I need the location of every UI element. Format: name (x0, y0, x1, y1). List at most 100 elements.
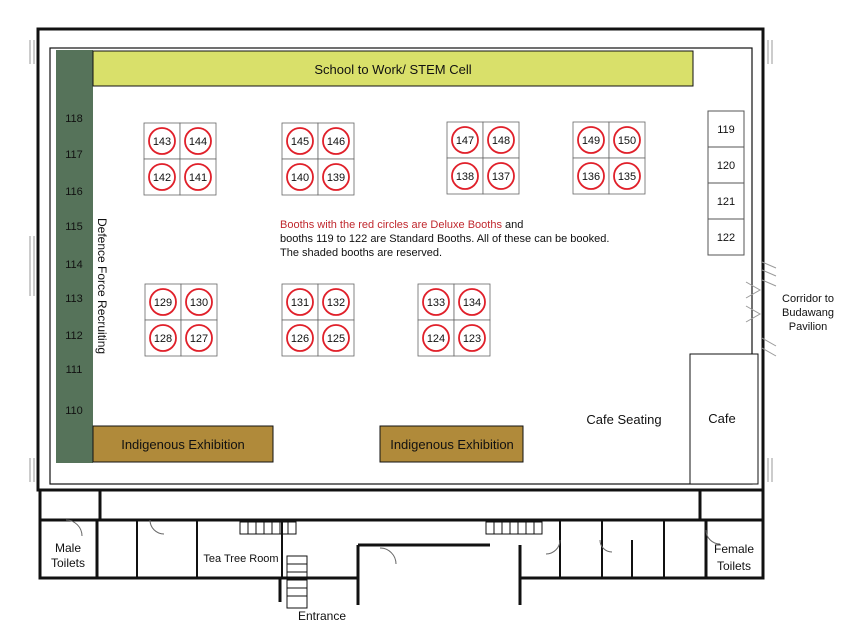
deluxe-booth-number: 140 (291, 172, 309, 184)
deluxe-circle (184, 163, 212, 191)
deluxe-circle (148, 127, 176, 155)
deluxe-circle (185, 288, 213, 316)
indigenous-exhibition-left-label: Indigenous Exhibition (121, 437, 245, 452)
deluxe-booth-number: 133 (427, 297, 445, 309)
deluxe-circle (422, 288, 450, 316)
deluxe-booth-number: 126 (291, 333, 309, 345)
deluxe-booth-number: 146 (327, 136, 345, 148)
defence-force-area (56, 50, 93, 463)
deluxe-circle (422, 324, 450, 352)
deluxe-circle (286, 324, 314, 352)
indigenous-exhibition-right-label: Indigenous Exhibition (390, 437, 514, 452)
female-toilets-label: Female Toilets (714, 542, 754, 573)
deluxe-booth-number: 124 (427, 333, 445, 345)
svg-text:Pavilion: Pavilion (789, 321, 828, 333)
legend-line-1: Booths with the red circles are Deluxe B… (280, 219, 523, 231)
svg-text:Female: Female (714, 542, 754, 556)
legend-and-text: and (502, 219, 523, 231)
entrance-label: Entrance (298, 609, 346, 623)
corridor-label: Corridor to Budawang Pavilion (782, 293, 834, 333)
svg-text:Toilets: Toilets (51, 556, 85, 570)
deluxe-booth-number: 141 (189, 172, 207, 184)
left-booth-number: 117 (65, 149, 83, 161)
indigenous-exhibition-left (92, 425, 274, 463)
left-booth-number: 113 (65, 293, 83, 305)
standard-booth (707, 146, 745, 184)
deluxe-booth-number: 147 (456, 135, 474, 147)
deluxe-booth-number: 139 (327, 172, 345, 184)
deluxe-circle (458, 288, 486, 316)
standard-booth (707, 110, 745, 148)
deluxe-circle (184, 127, 212, 155)
deluxe-circle (487, 126, 515, 154)
deluxe-circle (613, 126, 641, 154)
deluxe-booth-group: 147 148 138 137 (446, 121, 520, 195)
annex-walls (38, 490, 765, 605)
deluxe-booth-number: 143 (153, 136, 171, 148)
standard-booth-number: 119 (717, 124, 735, 136)
deluxe-circle (451, 162, 479, 190)
deluxe-circle (286, 288, 314, 316)
deluxe-booth-number: 137 (492, 171, 510, 183)
svg-text:Male: Male (55, 541, 81, 555)
deluxe-booth-number: 131 (291, 297, 309, 309)
left-booth-number: 116 (65, 186, 83, 198)
deluxe-booth-number: 125 (327, 333, 345, 345)
deluxe-circle (286, 163, 314, 191)
deluxe-circle (185, 324, 213, 352)
cafe-label: Cafe (708, 411, 735, 426)
stem-cell-label: School to Work/ STEM Cell (314, 62, 471, 77)
deluxe-circle (613, 162, 641, 190)
standard-booth (707, 218, 745, 256)
deluxe-booth-number: 136 (582, 171, 600, 183)
deluxe-circle (322, 163, 350, 191)
svg-text:Budawang: Budawang (782, 307, 834, 319)
deluxe-circle (322, 288, 350, 316)
deluxe-booth-number: 129 (154, 297, 172, 309)
cafe-seating-label: Cafe Seating (586, 412, 661, 427)
deluxe-booth-number: 145 (291, 136, 309, 148)
deluxe-booth-number: 127 (190, 333, 208, 345)
standard-booth-number: 120 (717, 160, 735, 172)
hall-inner-wall (49, 47, 753, 485)
defence-force-label: Defence Force Recruiting (95, 218, 109, 354)
left-booth-number: 112 (65, 330, 83, 342)
legend-line-2: booths 119 to 122 are Standard Booths. A… (280, 233, 609, 245)
male-toilets-label: Male Toilets (51, 541, 85, 570)
deluxe-circle (322, 324, 350, 352)
door-swings (65, 519, 721, 565)
deluxe-booth-number: 138 (456, 171, 474, 183)
cafe-area (689, 353, 759, 485)
deluxe-circle (322, 127, 350, 155)
standard-booth-number: 121 (717, 196, 735, 208)
deluxe-circle (286, 127, 314, 155)
deluxe-circle (148, 163, 176, 191)
left-booth-number: 115 (65, 221, 83, 233)
standard-booth (707, 182, 745, 220)
deluxe-booth-number: 134 (463, 297, 481, 309)
deluxe-booth-group: 131 132 126 125 (281, 283, 355, 357)
standard-booth-number: 122 (717, 232, 735, 244)
deluxe-circle (458, 324, 486, 352)
left-booth-number: 114 (65, 259, 83, 271)
deluxe-booth-number: 142 (153, 172, 171, 184)
deluxe-circle (577, 162, 605, 190)
deluxe-booth-number: 148 (492, 135, 510, 147)
legend-deluxe-text: Booths with the red circles are Deluxe B… (280, 219, 502, 231)
standard-booths: 119 120 121 122 (707, 110, 745, 256)
deluxe-booth-number: 144 (189, 136, 207, 148)
deluxe-booth-number: 132 (327, 297, 345, 309)
deluxe-booth-group: 133 134 124 123 (417, 283, 491, 357)
deluxe-booth-number: 123 (463, 333, 481, 345)
deluxe-circle (487, 162, 515, 190)
stairs (239, 521, 543, 609)
deluxe-booth-number: 149 (582, 135, 600, 147)
indigenous-exhibition-right (379, 425, 524, 463)
tea-tree-room-label: Tea Tree Room (203, 553, 278, 565)
left-booth-number: 110 (65, 405, 83, 417)
deluxe-booth-group: 143 144 142 141 (143, 122, 217, 196)
